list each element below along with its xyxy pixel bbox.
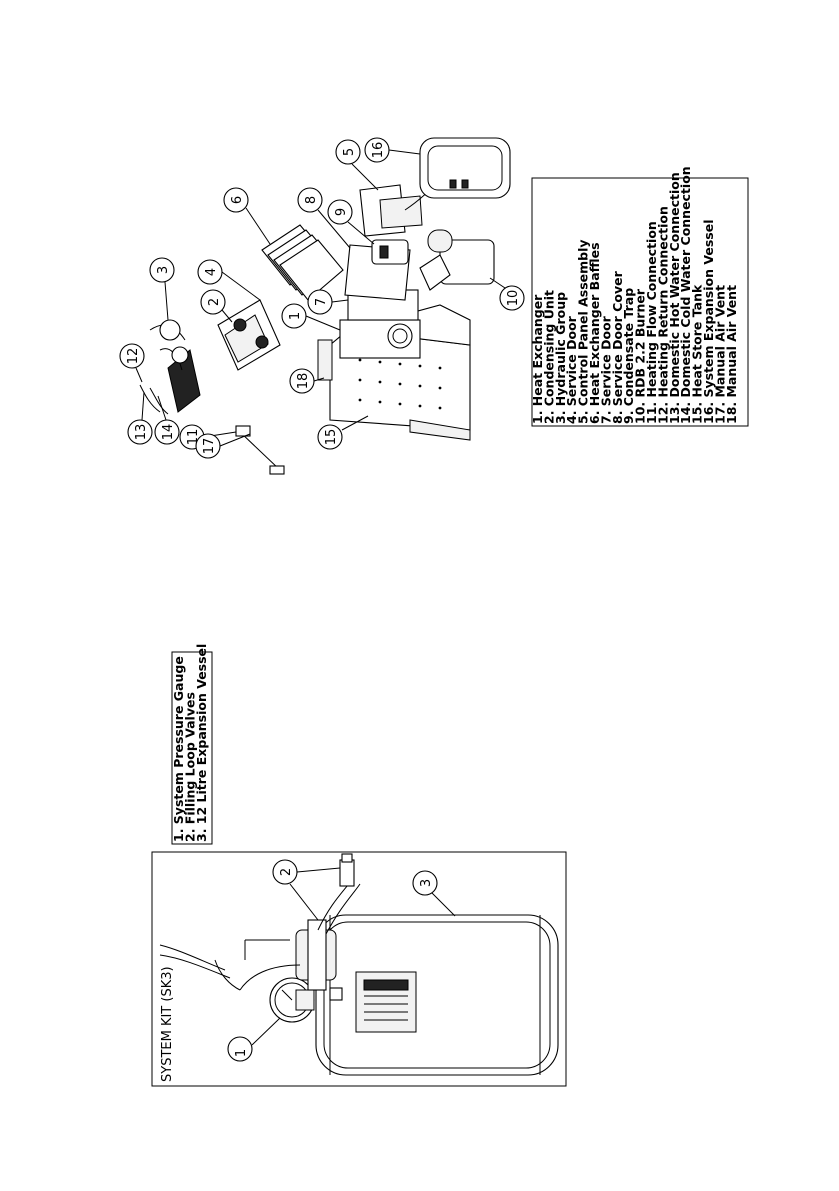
kit-callout-2: 2 (272, 859, 341, 921)
svg-text:5: 5 (342, 148, 357, 156)
callout-3: 3 (149, 257, 175, 321)
callout-15: 15 (317, 415, 369, 450)
svg-text:3: 3 (419, 879, 434, 887)
main-legend-item: 1. Heat Exchanger (530, 294, 545, 424)
callout-18: 18 (289, 368, 325, 394)
svg-text:18: 18 (296, 373, 311, 390)
main-legend-item: 13. Domestic Hot Water Connection (667, 172, 682, 424)
svg-text:2: 2 (207, 298, 222, 306)
dhw-connections-drawing (139, 384, 169, 415)
main-legend-item: 16. System Expansion Vessel (701, 220, 716, 424)
kit-legend-item: 1. System Pressure Gauge (171, 656, 186, 842)
callout-12: 12 (119, 343, 145, 383)
svg-text:1: 1 (234, 1049, 249, 1057)
callout-13: 13 (127, 391, 153, 445)
main-legend-item: 2. Condensing Unit (541, 290, 556, 424)
system-expansion-vessel-drawing (419, 137, 511, 199)
flow-connection-drawing (235, 425, 285, 475)
svg-text:10: 10 (506, 290, 521, 307)
main-legend-item: 14. Domestic Cold Water Connection (678, 166, 693, 424)
callout-16: 16 (364, 137, 421, 163)
main-legend-item: 7. Service Door (598, 315, 613, 424)
callout-14: 14 (154, 395, 180, 445)
hydraulic-group-drawing (149, 319, 201, 413)
callout-4: 4 (197, 259, 261, 301)
callout-1: 1 (281, 303, 341, 331)
svg-text:4: 4 (204, 268, 219, 276)
callout-5: 5 (335, 139, 379, 191)
svg-text:12: 12 (126, 348, 141, 365)
svg-text:3: 3 (156, 266, 171, 274)
main-legend: 1. Heat Exchanger 2. Condensing Unit 3. … (530, 166, 749, 427)
main-legend-item: 4. Service Door (564, 315, 579, 424)
pressure-gauge-drawing (269, 977, 315, 1023)
main-legend-item: 12. Heating Return Connection (655, 206, 670, 424)
control-panel-drawing (359, 179, 441, 237)
svg-text:17: 17 (202, 438, 217, 455)
callout-7: 7 (307, 289, 349, 315)
main-legend-item: 10. RDB 2.2 Burner (633, 288, 648, 424)
kit-legend: 1. System Pressure Gauge 2. Filling Loop… (171, 644, 213, 845)
callout-8: 8 (297, 187, 351, 249)
filling-loop-drawing (159, 853, 361, 991)
svg-text:14: 14 (161, 424, 176, 441)
system-kit-panel: SYSTEM KIT (SK3) (151, 851, 567, 1087)
main-legend-item: 11. Heating Flow Connection (644, 221, 659, 424)
svg-text:13: 13 (134, 424, 149, 441)
callout-9: 9 (327, 199, 375, 245)
kit-callout-3: 3 (412, 870, 456, 917)
kit-legend-box (171, 651, 213, 845)
exploded-view: 1 2 3 4 5 6 7 (119, 137, 525, 475)
svg-text:2: 2 (279, 868, 294, 876)
burner-drawing (419, 229, 495, 291)
svg-text:6: 6 (230, 196, 245, 204)
main-legend-item: 18. Manual Air Vent (724, 285, 739, 424)
kit-legend-item: 2. Filling Loop Valves (183, 692, 198, 842)
callout-2: 2 (200, 289, 233, 323)
condensing-unit-drawing (217, 299, 281, 371)
main-legend-item: 15. Heat Store Tank (690, 284, 705, 424)
main-legend-item: 3. Hydraulic Group (553, 292, 568, 424)
main-legend-item: 8. Service Door Cover (610, 270, 625, 424)
kit-callout-1: 1 (227, 1017, 281, 1062)
baffles-drawing (261, 224, 344, 301)
svg-text:1: 1 (288, 312, 303, 320)
main-legend-item: 9. Condensate Trap (621, 288, 636, 424)
callout-10: 10 (489, 277, 525, 311)
svg-text:8: 8 (304, 196, 319, 204)
svg-text:16: 16 (371, 142, 386, 159)
svg-text:15: 15 (324, 429, 339, 446)
condensate-trap-drawing (371, 239, 409, 265)
system-kit-title: SYSTEM KIT (SK3) (160, 966, 175, 1082)
kit-legend-item: 3. 12 Litre Expansion Vessel (194, 644, 209, 842)
expansion-vessel-drawing (315, 914, 559, 1076)
main-legend-item: 5. Control Panel Assembly (576, 239, 591, 424)
callout-17: 17 (195, 433, 251, 459)
callout-6: 6 (223, 187, 271, 245)
svg-text:9: 9 (334, 208, 349, 216)
main-legend-box (531, 177, 749, 427)
main-legend-item: 6. Heat Exchanger Baffles (587, 242, 602, 424)
svg-text:7: 7 (314, 298, 329, 306)
main-legend-item: 17. Manual Air Vent (712, 285, 727, 424)
